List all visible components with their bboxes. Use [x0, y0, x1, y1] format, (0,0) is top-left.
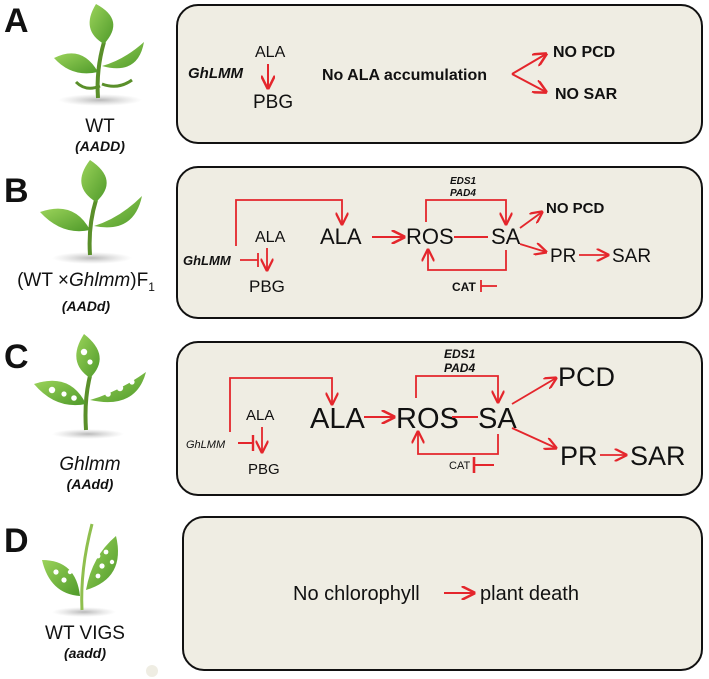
b-gene-to-ala-arrow	[235, 199, 342, 246]
panel-d-diagram: No chlorophyll plant death	[293, 583, 579, 605]
c-pcd: PCD	[558, 362, 615, 392]
a-outcome-pcd: NO PCD	[553, 44, 615, 61]
plant-label-f1-post: )F	[130, 270, 149, 291]
panel-letter-d: D	[4, 522, 29, 560]
b-sa-to-pcd-arrow	[519, 212, 542, 229]
b-sa-to-pr-arrow	[519, 244, 546, 252]
plant-label-wt: WT	[85, 116, 115, 137]
plant-label-f1: (WT ×Ghlmm)F1	[0, 270, 172, 294]
plant-icon-f1	[40, 160, 142, 264]
c-cat: CAT	[449, 460, 470, 472]
plant-label-wt-vigs: WT VIGS	[45, 623, 125, 644]
a-ala: ALA	[255, 44, 286, 61]
b-sa: SA	[491, 224, 521, 249]
panel-b-diagram: ALA GhLMM PBG ALA ROS SA EDS1 PAD4 CAT N…	[183, 176, 651, 296]
c-sar: SAR	[630, 441, 686, 471]
genotype-aadd-a: (AADD)	[75, 138, 125, 154]
caption-c: Ghlmm (AAdd)	[30, 454, 150, 492]
c-sa-to-pr-arrow	[511, 427, 556, 448]
caption-a: WT (AADD)	[40, 116, 160, 154]
plant-label-f1-pre: (WT	[17, 270, 58, 291]
b-pbg: PBG	[249, 277, 285, 296]
b-sa-ros-loop-bottom	[428, 250, 507, 271]
b-pr: PR	[550, 246, 576, 267]
panel-b-box	[176, 166, 703, 319]
c-sa: SA	[478, 403, 517, 435]
b-sar: SAR	[612, 246, 651, 267]
a-statement: No ALA accumulation	[322, 67, 487, 84]
plant-label-f1-sub: 1	[148, 279, 155, 294]
caption-d: WT VIGS (aadd)	[20, 623, 150, 661]
c-sa-ros-loop-bottom	[418, 432, 499, 455]
c-ala: ALA	[310, 403, 365, 435]
c-ros: ROS	[396, 403, 459, 435]
b-eds1: EDS1	[450, 176, 477, 187]
genotype-aadd-b: (AADd)	[61, 297, 111, 314]
c-pad4: PAD4	[444, 361, 475, 375]
c-pr: PR	[560, 441, 598, 471]
panel-d-box	[182, 516, 703, 671]
panel-c-box	[176, 341, 703, 496]
plant-icon-wt-vigs	[42, 523, 118, 617]
a-pbg: PBG	[253, 92, 293, 113]
c-sa-to-pcd-arrow	[511, 378, 556, 405]
c-ros-sa-loop-top	[415, 375, 498, 402]
c-gene: GhLMM	[186, 439, 226, 451]
b-ala: ALA	[320, 224, 362, 249]
a-arrow-sar	[511, 73, 546, 92]
a-arrow-pcd	[511, 54, 546, 75]
genotype-aadd-d: (aadd)	[64, 645, 106, 661]
panel-letter-c: C	[4, 338, 29, 376]
small-dot	[146, 665, 158, 677]
b-pad4: PAD4	[450, 188, 476, 199]
b-ros: ROS	[406, 224, 454, 249]
times-symbol: ×	[57, 270, 70, 291]
b-outcome-pcd: NO PCD	[546, 200, 605, 217]
panel-a-diagram: ALA GhLMM PBG No ALA accumulation NO PCD…	[188, 44, 618, 113]
genotype-aadd-c: (AAdd)	[66, 476, 114, 492]
panel-letter-b: B	[4, 172, 29, 210]
b-ala-small: ALA	[255, 229, 286, 246]
d-statement-left: No chlorophyll	[293, 583, 420, 605]
a-gene: GhLMM	[188, 65, 243, 82]
plant-label-ghlmm: Ghlmm	[59, 454, 121, 475]
panel-letter-a: A	[4, 2, 29, 40]
c-gene-to-ala-arrow	[229, 377, 332, 432]
panel-c-diagram: ALA GhLMM PBG ALA ROS SA EDS1 PAD4 CAT P…	[186, 347, 686, 478]
d-statement-right: plant death	[480, 583, 579, 605]
panel-a-box	[176, 4, 703, 144]
c-ala-small: ALA	[246, 407, 274, 424]
b-gene: GhLMM	[183, 253, 232, 268]
a-outcome-sar: NO SAR	[555, 86, 618, 103]
plant-icon-ghlmm	[34, 334, 146, 439]
plant-label-f1-gene: Ghlmm	[69, 270, 131, 291]
c-eds1: EDS1	[444, 347, 476, 361]
c-pbg: PBG	[248, 461, 280, 478]
plant-icon-wt	[54, 4, 144, 106]
b-ros-sa-loop-top	[425, 199, 506, 224]
caption-b: (WT ×Ghlmm)F1 (AADd)	[0, 270, 172, 314]
b-cat: CAT	[452, 280, 476, 294]
